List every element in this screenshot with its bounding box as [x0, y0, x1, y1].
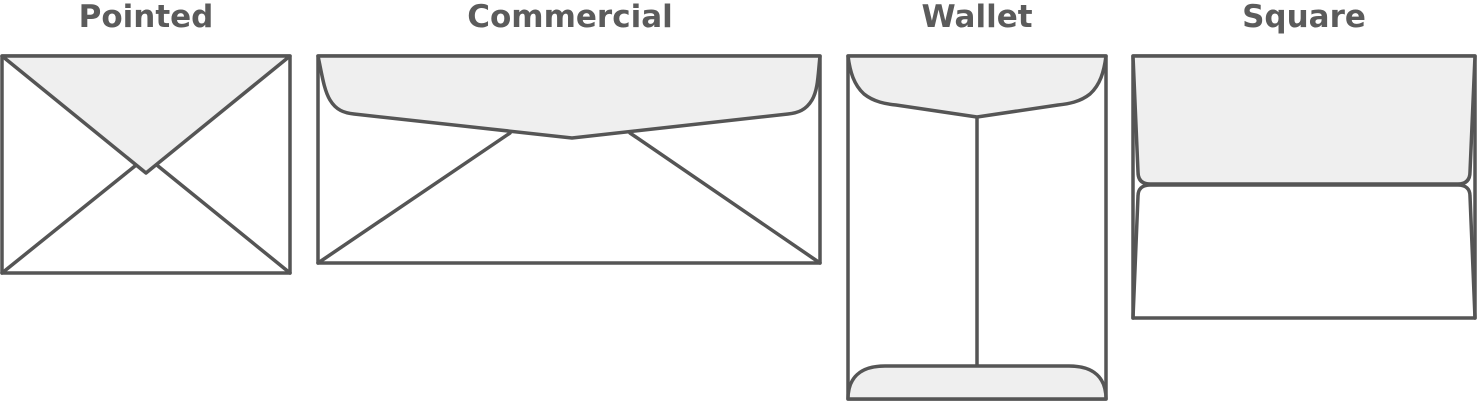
commercial-envelope-left-fold [316, 131, 512, 265]
square-envelope-label: Square [1242, 0, 1366, 35]
square-envelope [1131, 54, 1477, 320]
commercial-envelope-label: Commercial [467, 0, 673, 35]
commercial-envelope-flap [316, 54, 822, 140]
commercial-envelope-right-fold [628, 131, 822, 265]
wallet-envelope-bottom-flap [846, 364, 1108, 401]
wallet-envelope [846, 54, 1108, 401]
pointed-envelope-right-fold [156, 164, 292, 275]
square-envelope-pocket-fold [1131, 183, 1477, 320]
pointed-envelope-flap [0, 54, 292, 175]
pointed-envelope [0, 54, 292, 275]
commercial-envelope [316, 54, 822, 265]
square-envelope-flap [1131, 54, 1477, 186]
wallet-envelope-top-flap [846, 54, 1108, 119]
pointed-envelope-label: Pointed [78, 0, 214, 35]
pointed-envelope-left-fold [0, 164, 137, 275]
wallet-envelope-label: Wallet [921, 0, 1033, 35]
